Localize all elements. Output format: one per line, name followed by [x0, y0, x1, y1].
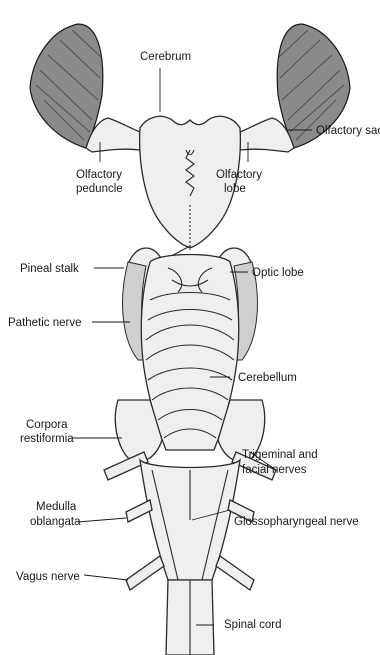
label-vagus-nerve: Vagus nerve [16, 571, 80, 583]
label-olfactory-peduncle-line2: peduncle [76, 183, 123, 195]
label-pineal-stalk: Pineal stalk [20, 263, 79, 275]
olfactory-sac-left [30, 24, 103, 148]
label-medulla-oblangata-line1: Medulla [36, 501, 77, 513]
glossopharyngeal-nerve-left [126, 500, 152, 522]
label-olfactory-sac: Olfactory sac [316, 125, 380, 137]
label-cerebrum: Cerebrum [140, 51, 191, 63]
label-pathetic-nerve: Pathetic nerve [8, 317, 82, 329]
vagus-nerve-right [216, 556, 254, 590]
label-trigeminal-facial-line2: facial nerves [242, 464, 307, 476]
label-optic-lobe: Optic lobe [252, 267, 304, 279]
label-spinal-cord: Spinal cord [224, 619, 282, 631]
label-olfactory-lobe-line2: lobe [224, 183, 246, 195]
label-cerebellum: Cerebellum [238, 372, 297, 384]
label-corpora-restiformia-line1: Corpora [26, 419, 68, 431]
label-medulla-oblangata-line2: oblangata [30, 516, 81, 528]
label-olfactory-lobe-line1: Olfactory [216, 169, 262, 181]
label-corpora-restiformia-line2: restiformia [20, 433, 74, 445]
label-olfactory-peduncle-line1: Olfactory [76, 169, 122, 181]
vagus-nerve-left [126, 556, 164, 590]
label-trigeminal-facial-line1: Trigeminal and [242, 449, 318, 461]
label-glossopharyngeal-nerve: Glossopharyngeal nerve [234, 516, 359, 528]
